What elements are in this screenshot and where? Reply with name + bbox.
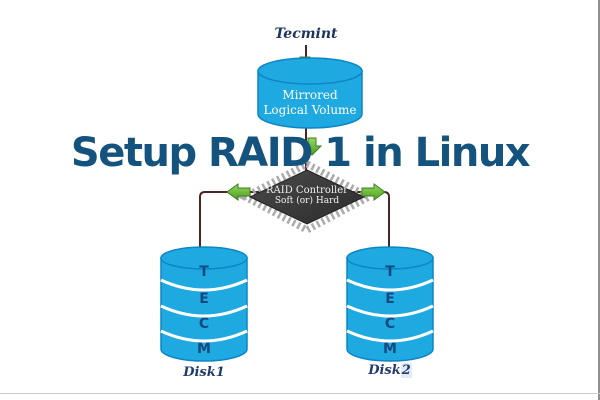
raid-controller-line1: RAID Controller: [266, 185, 348, 196]
disk1-letter-c: C: [198, 316, 210, 332]
chip-body: [248, 169, 366, 225]
disk2-label: Disk2: [340, 363, 440, 378]
disk2-label-prefix: Disk: [368, 363, 401, 378]
raid-controller-label: RAID Controller Soft (or) Hard: [247, 185, 367, 207]
disk2-letter-e: E: [385, 291, 395, 307]
arrow-down-into-controller-icon: [301, 137, 323, 156]
page-title: Setup RAID 1 in Linux: [70, 130, 531, 176]
disk2-platter-letters: T E C M: [370, 264, 410, 360]
disk2-letter-t: T: [385, 264, 395, 280]
disk1-label: Disk1: [183, 365, 225, 380]
screenshot-bottom-border: [0, 393, 600, 394]
mirrored-volume-cylinder: [257, 57, 363, 129]
disk1-platter-letters: T E C M: [184, 264, 224, 360]
mirrored-volume-line2: Logical Volume: [263, 103, 357, 117]
disk2-letter-m: M: [383, 341, 397, 357]
arrow-left-to-disk1-icon: [226, 183, 251, 201]
disk2-label-highlight: 2: [400, 363, 412, 378]
mirrored-volume-line1: Mirrored: [282, 88, 338, 102]
disk1-letter-m: M: [197, 341, 211, 357]
arrow-right-to-disk2-icon: [361, 183, 386, 201]
disk1-cylinder: [160, 246, 248, 362]
disk1-letter-e: E: [199, 291, 209, 307]
screenshot-right-border: [598, 0, 600, 400]
disk2-cylinder: [346, 246, 434, 362]
disk2-letter-c: C: [384, 316, 396, 332]
disk1-letter-t: T: [199, 264, 209, 280]
raid-controller-line2: Soft (or) Hard: [274, 196, 340, 206]
mirrored-volume-label: Mirrored Logical Volume: [256, 88, 364, 118]
brand-label: Tecmint: [274, 26, 338, 42]
